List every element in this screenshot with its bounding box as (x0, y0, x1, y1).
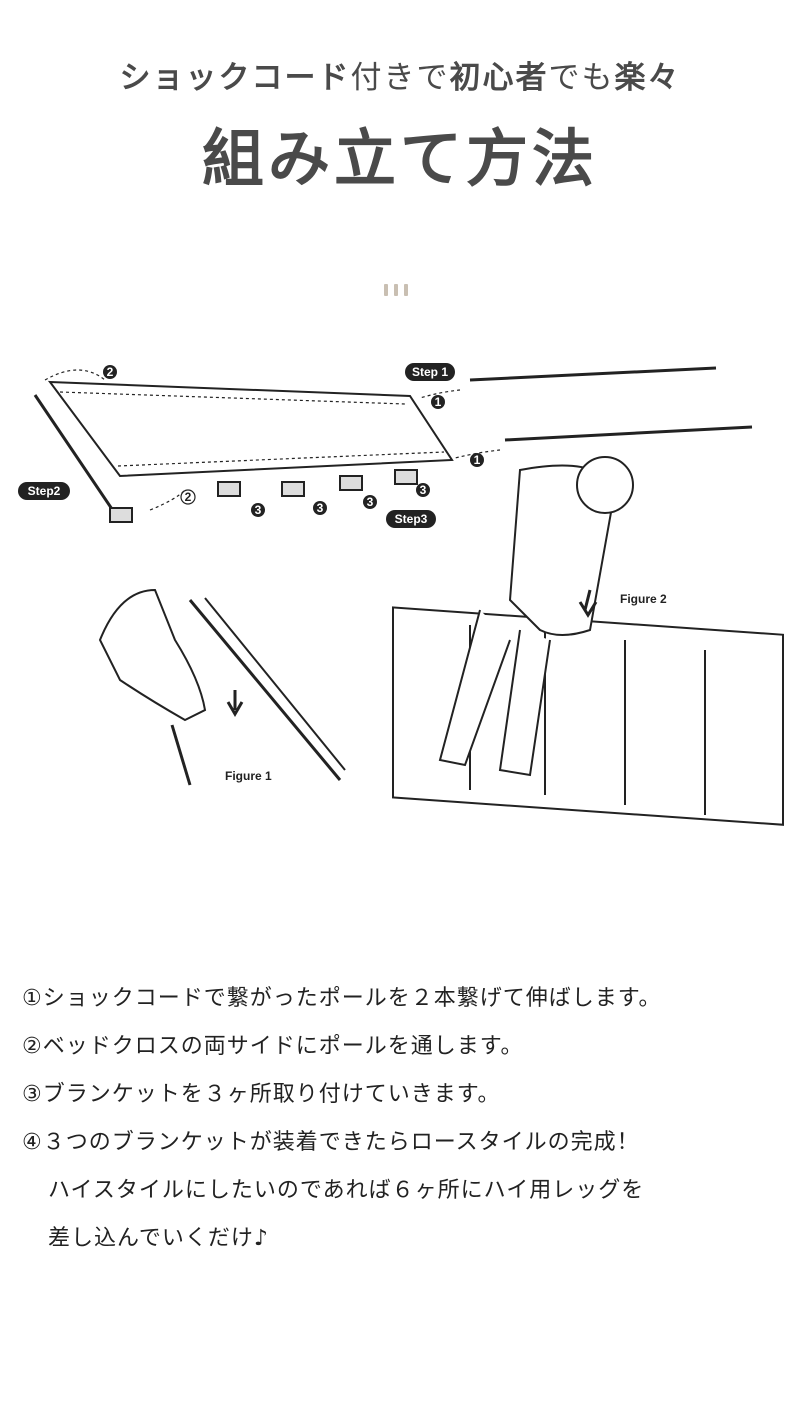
step2-label: Step2 (28, 484, 61, 498)
marker-2: 2 (107, 365, 114, 379)
subtitle-part: 初心者 (449, 60, 549, 96)
step3-label: Step3 (395, 512, 428, 526)
instruction-step-4-cont: ハイスタイルにしたいのであれば６ヶ所にハイ用レッグを (48, 1178, 645, 1203)
instruction-step-3: ③ブランケットを３ヶ所取り付けていきます。 (22, 1082, 501, 1107)
marker-3: 3 (255, 503, 262, 517)
assembly-illustration: Step 1 Step2 Step3 Figure 1 Figure 2 1 1… (18, 363, 784, 826)
figure2-label: Figure 2 (620, 592, 667, 606)
subtitle-part: 楽々 (614, 60, 681, 96)
page-title: 組み立て方法 (201, 122, 598, 195)
figure1-label: Figure 1 (225, 769, 272, 783)
instruction-list: ①ショックコードで繋がったポールを２本繋げて伸ばします。 ②ベッドクロスの両サイ… (22, 975, 792, 1263)
subtitle-part: 付きで (350, 60, 450, 96)
instruction-step-4-cont: 差し込んでいくだけ♪ (48, 1226, 269, 1251)
instruction-step-4: ④３つのブランケットが装着できたらロースタイルの完成！ (22, 1130, 640, 1155)
marker-1: 1 (474, 453, 481, 467)
subtitle: ショックコード付きで初心者でも楽々 (0, 52, 800, 97)
step1-label: Step 1 (412, 365, 448, 379)
instruction-step-2: ②ベッドクロスの両サイドにポールを通します。 (22, 1034, 524, 1059)
subtitle-part: でも (548, 60, 615, 96)
marker-3: 3 (420, 483, 427, 497)
marker-3: 3 (317, 501, 324, 515)
marker-2: 2 (185, 490, 192, 504)
marker-3: 3 (367, 495, 374, 509)
divider-dots (384, 284, 408, 296)
instruction-step-1: ①ショックコードで繋がったポールを２本繋げて伸ばします。 (22, 986, 662, 1011)
subtitle-part: ショックコード (119, 60, 351, 96)
marker-1: 1 (435, 395, 442, 409)
